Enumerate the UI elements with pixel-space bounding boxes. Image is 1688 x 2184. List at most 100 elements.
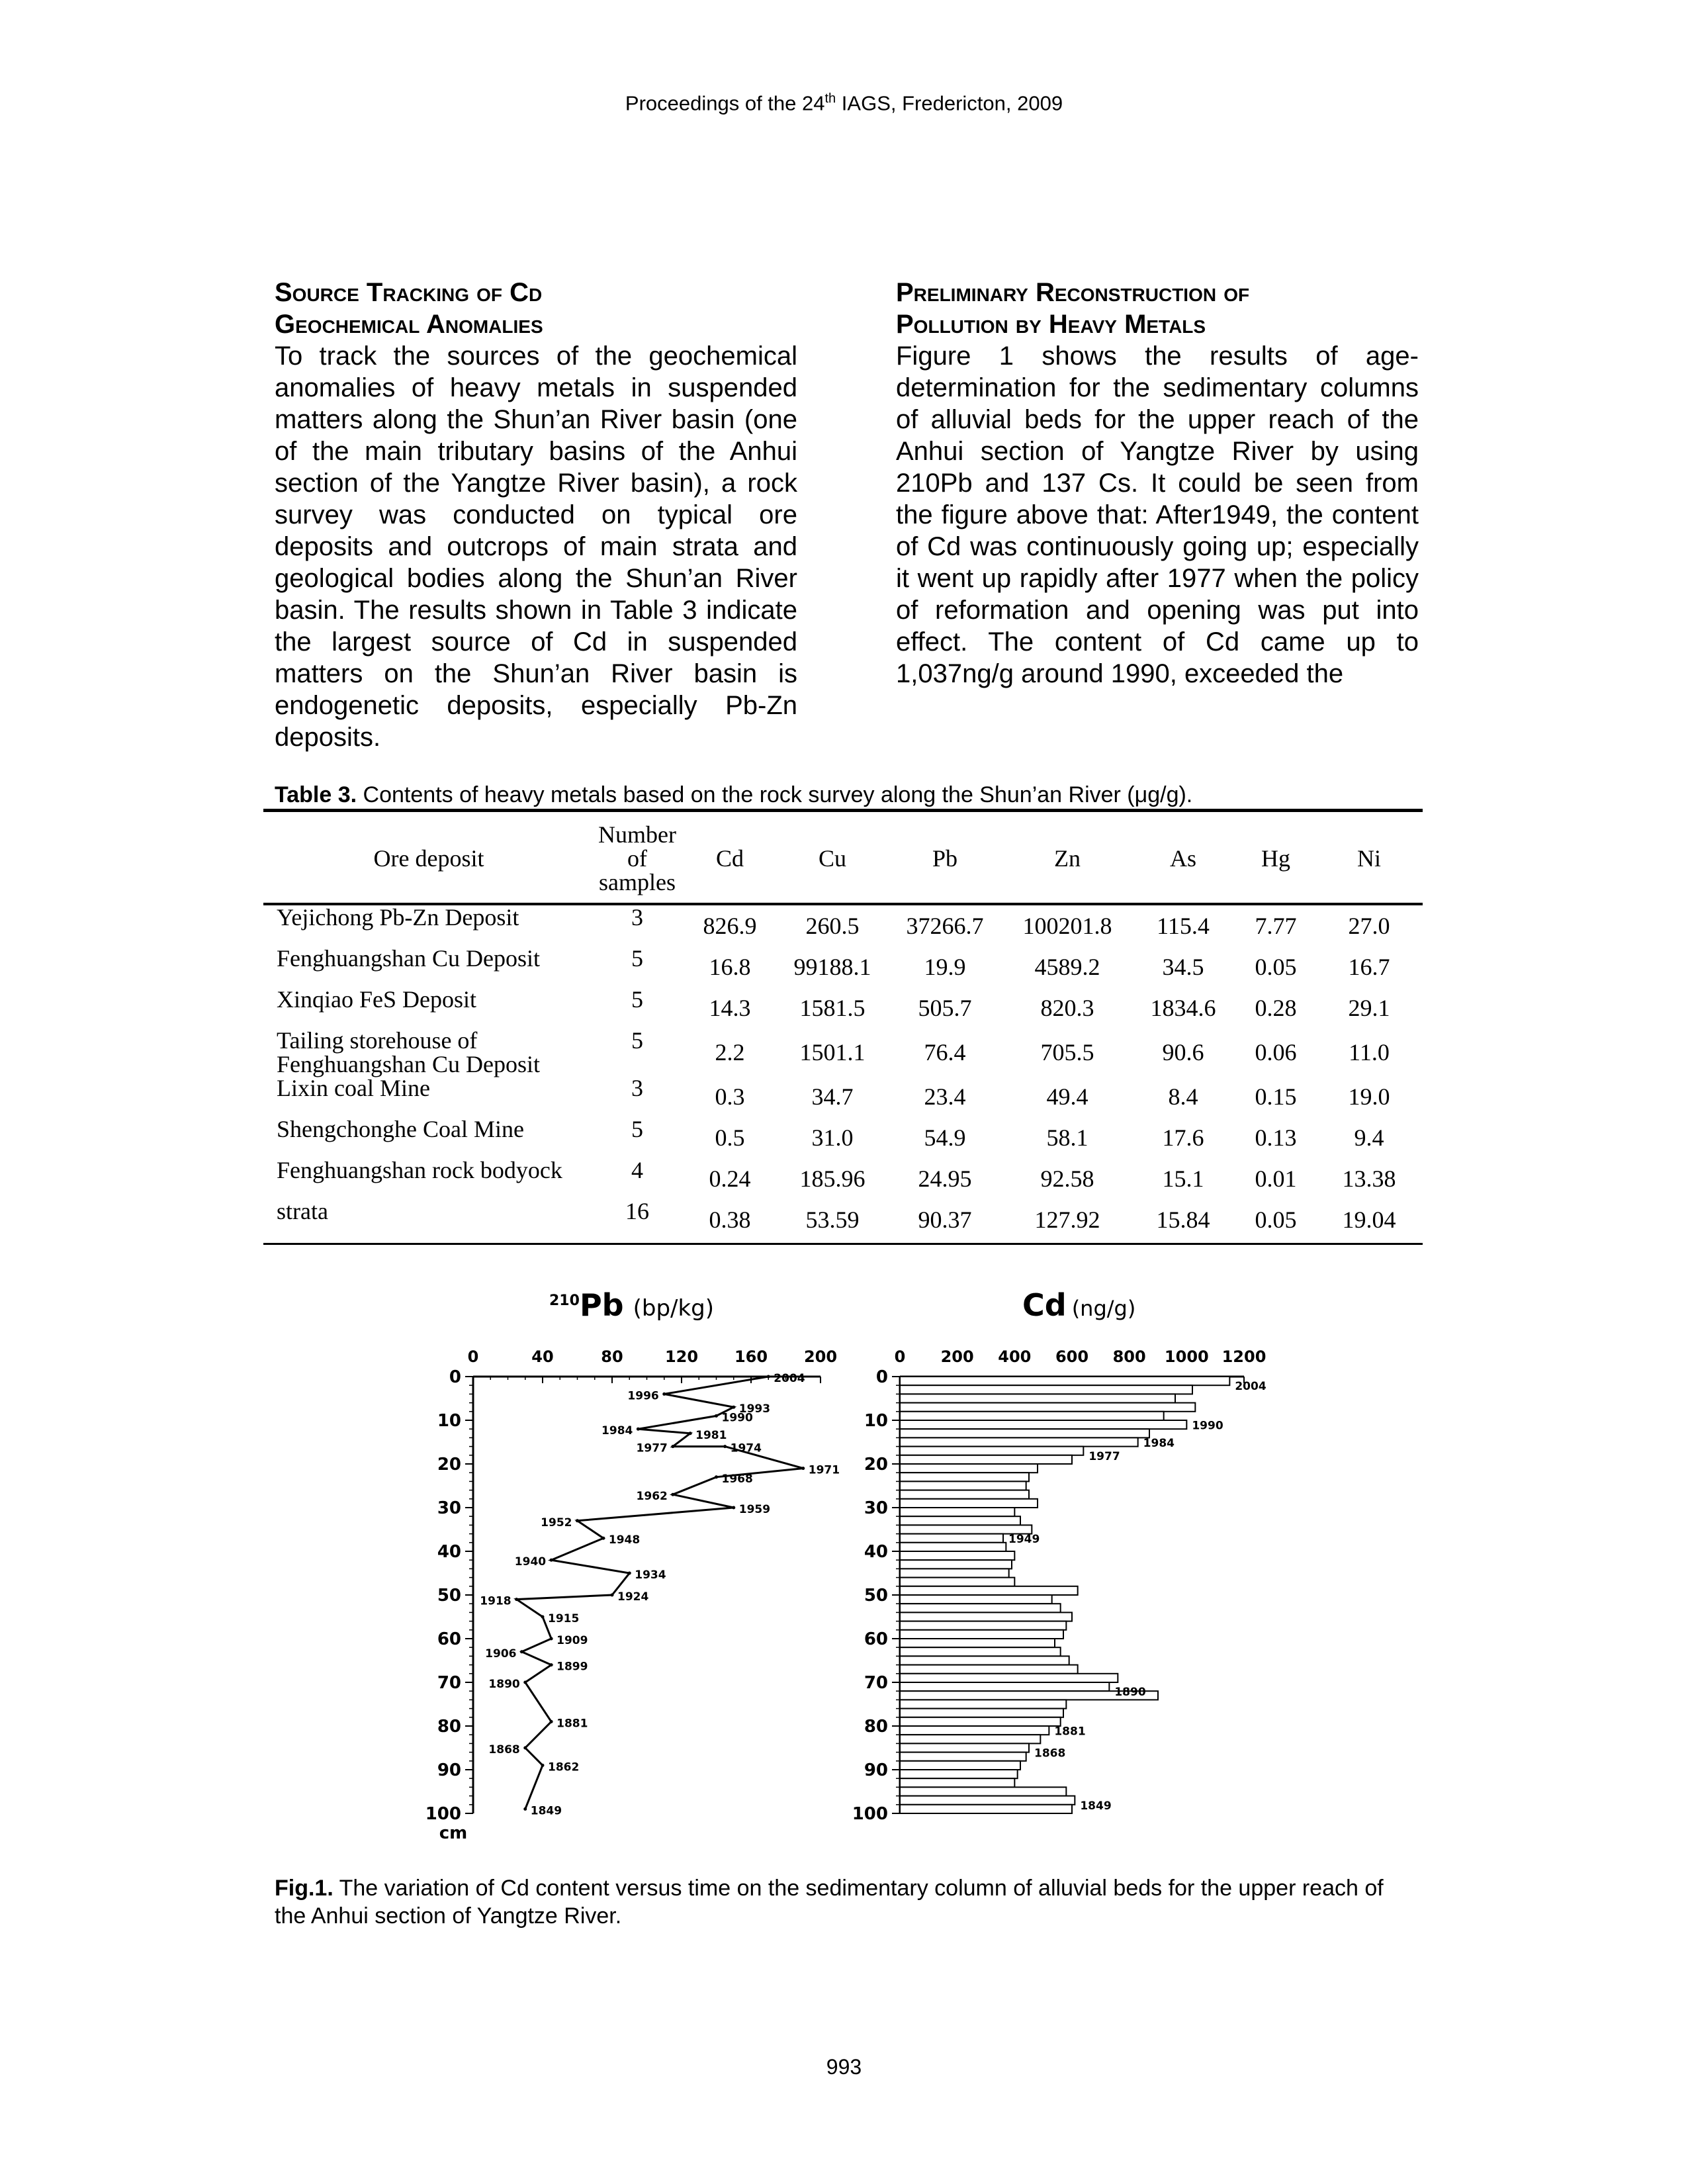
table-cell-value: 11.0 — [1349, 1039, 1390, 1066]
pb-point-label: 1906 — [485, 1647, 516, 1661]
table-cell-samples: 16 — [625, 1198, 649, 1224]
table-cell-value: 13.38 — [1342, 1165, 1396, 1192]
cd-bar — [899, 1393, 1176, 1404]
right-paragraph: Figure 1 shows the results of age-determ… — [896, 341, 1419, 688]
cd-bar-label: 1984 — [1143, 1437, 1175, 1450]
table-cell-value: 58.1 — [1046, 1124, 1088, 1151]
cd-bar — [899, 1445, 1085, 1456]
table-cell-value: 29.1 — [1348, 995, 1390, 1021]
cd-bar — [899, 1795, 1076, 1805]
x-tick-label: 1000 — [1165, 1347, 1209, 1366]
table-cell-value: 34.5 — [1162, 954, 1204, 980]
table-cell-value: 185.96 — [799, 1165, 866, 1192]
pb-point — [715, 1475, 718, 1479]
pb-point-label: 1984 — [601, 1424, 633, 1437]
pb-point-label: 1996 — [627, 1389, 658, 1402]
table-cell-value: 0.5 — [715, 1124, 745, 1151]
table-cell-value: 19.0 — [1348, 1083, 1390, 1110]
pb-point — [549, 1719, 553, 1723]
cd-bar — [899, 1655, 1070, 1666]
table-cell-ore-deposit: strata — [277, 1198, 328, 1224]
header-superscript: th — [824, 91, 836, 106]
figure-label: Fig.1. — [275, 1876, 333, 1901]
table-cell-value: 1834.6 — [1150, 995, 1216, 1021]
y-tick-label: 10 — [437, 1411, 461, 1431]
table-cell-value: 260.5 — [805, 913, 860, 939]
table-cell-value: 0.13 — [1255, 1124, 1297, 1151]
cd-bar-label: 1849 — [1080, 1799, 1111, 1813]
table-cell-value: 16.7 — [1348, 954, 1390, 980]
table-header-cu: Cu — [818, 845, 846, 872]
pb-point — [523, 1807, 527, 1811]
table-row: Tailing storehouse of Fenghuangshan Cu D… — [263, 1028, 1423, 1076]
cd-bar — [899, 1585, 1079, 1596]
table-cell-value: 1501.1 — [799, 1039, 866, 1066]
table-cell-ore-deposit: Shengchonghe Coal Mine — [277, 1116, 524, 1142]
cd-bar — [899, 1725, 1050, 1736]
cd-bar — [899, 1541, 1007, 1552]
table-cell-value: 19.9 — [924, 954, 966, 980]
y-tick-label: 20 — [437, 1455, 461, 1475]
pb-point — [723, 1445, 727, 1449]
table-cell-value: 54.9 — [924, 1124, 966, 1151]
cd-bar — [899, 1647, 1061, 1657]
figure-caption: Fig.1. The variation of Cd content versu… — [275, 1874, 1413, 1930]
table-cell-value: 127.92 — [1034, 1206, 1100, 1233]
x-tick-label: 40 — [531, 1347, 553, 1366]
table-cell-value: 100201.8 — [1022, 913, 1112, 939]
x-tick-label: 200 — [804, 1347, 837, 1366]
cd-bar — [899, 1682, 1110, 1692]
cd-bar — [899, 1612, 1073, 1622]
table-cell-value: 16.8 — [709, 954, 751, 980]
table-cell-value: 0.05 — [1255, 1206, 1297, 1233]
chart-title-main: Cd — [1022, 1287, 1067, 1323]
y-tick-label: 0 — [449, 1367, 461, 1387]
y-tick-label: 10 — [864, 1411, 888, 1431]
x-tick-label: 0 — [895, 1347, 906, 1366]
table-cell-value: 0.28 — [1255, 995, 1297, 1021]
table-cell-value: 90.6 — [1162, 1039, 1204, 1066]
table-cell-ore-deposit: Lixin coal Mine — [277, 1075, 430, 1101]
x-tick-label: 800 — [1113, 1347, 1146, 1366]
table-cell-value: 505.7 — [918, 995, 972, 1021]
chart-title-unit: (bp/kg) — [633, 1295, 714, 1322]
cd-bar — [899, 1533, 1004, 1543]
pb-point — [732, 1506, 736, 1510]
y-tick-label: 0 — [876, 1367, 888, 1387]
table-cell-value: 34.7 — [811, 1083, 854, 1110]
table-cell-value: 15.1 — [1162, 1165, 1204, 1192]
section-title-preliminary-reconstruction: Preliminary Reconstruction of Pollution … — [896, 278, 1250, 339]
cd-bar — [899, 1516, 1021, 1526]
pb-point — [671, 1492, 675, 1496]
pb-point-label: 1959 — [739, 1503, 770, 1516]
x-tick-label: 600 — [1055, 1347, 1088, 1366]
table-header-ni: Ni — [1357, 845, 1381, 872]
pb-point-label: 1968 — [722, 1473, 753, 1486]
cd-bar — [899, 1420, 1188, 1430]
cd-bar — [899, 1707, 1064, 1718]
pb-point-label: 1952 — [541, 1516, 572, 1529]
table-cell-value: 705.5 — [1040, 1039, 1094, 1066]
x-tick-label: 200 — [941, 1347, 974, 1366]
table-cell-ore-deposit: Tailing storehouse of Fenghuangshan Cu D… — [277, 1027, 540, 1077]
table-cell-samples: 3 — [631, 1075, 643, 1101]
table-cell-samples: 3 — [631, 904, 643, 931]
table-cell-value: 0.01 — [1255, 1165, 1297, 1192]
pb-point — [688, 1432, 692, 1435]
pb-point-label: 1948 — [609, 1533, 640, 1547]
cd-bar — [899, 1751, 1027, 1762]
pb-point-label: 1993 — [739, 1402, 770, 1416]
table-cell-value: 2.2 — [715, 1039, 745, 1066]
y-tick-label: 60 — [437, 1629, 461, 1649]
table-header-pb: Pb — [932, 845, 958, 872]
table-cell-value: 4589.2 — [1034, 954, 1100, 980]
pb-point — [541, 1615, 545, 1619]
cd-bar — [899, 1568, 1010, 1578]
pb-point — [671, 1445, 675, 1449]
y-tick-label: 30 — [864, 1498, 888, 1518]
